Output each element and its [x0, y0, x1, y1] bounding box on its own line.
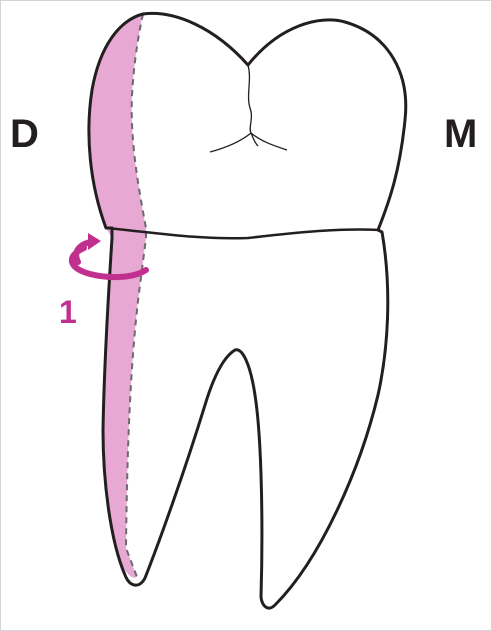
- distal-label: D: [10, 114, 39, 154]
- highlighted-distal-surface: [89, 14, 146, 578]
- cervical-line: [106, 228, 380, 238]
- mesial-label: M: [444, 114, 477, 154]
- rotation-arrowhead: [88, 233, 101, 250]
- crown-groove: [210, 65, 287, 152]
- step-number-label: 1: [59, 296, 77, 328]
